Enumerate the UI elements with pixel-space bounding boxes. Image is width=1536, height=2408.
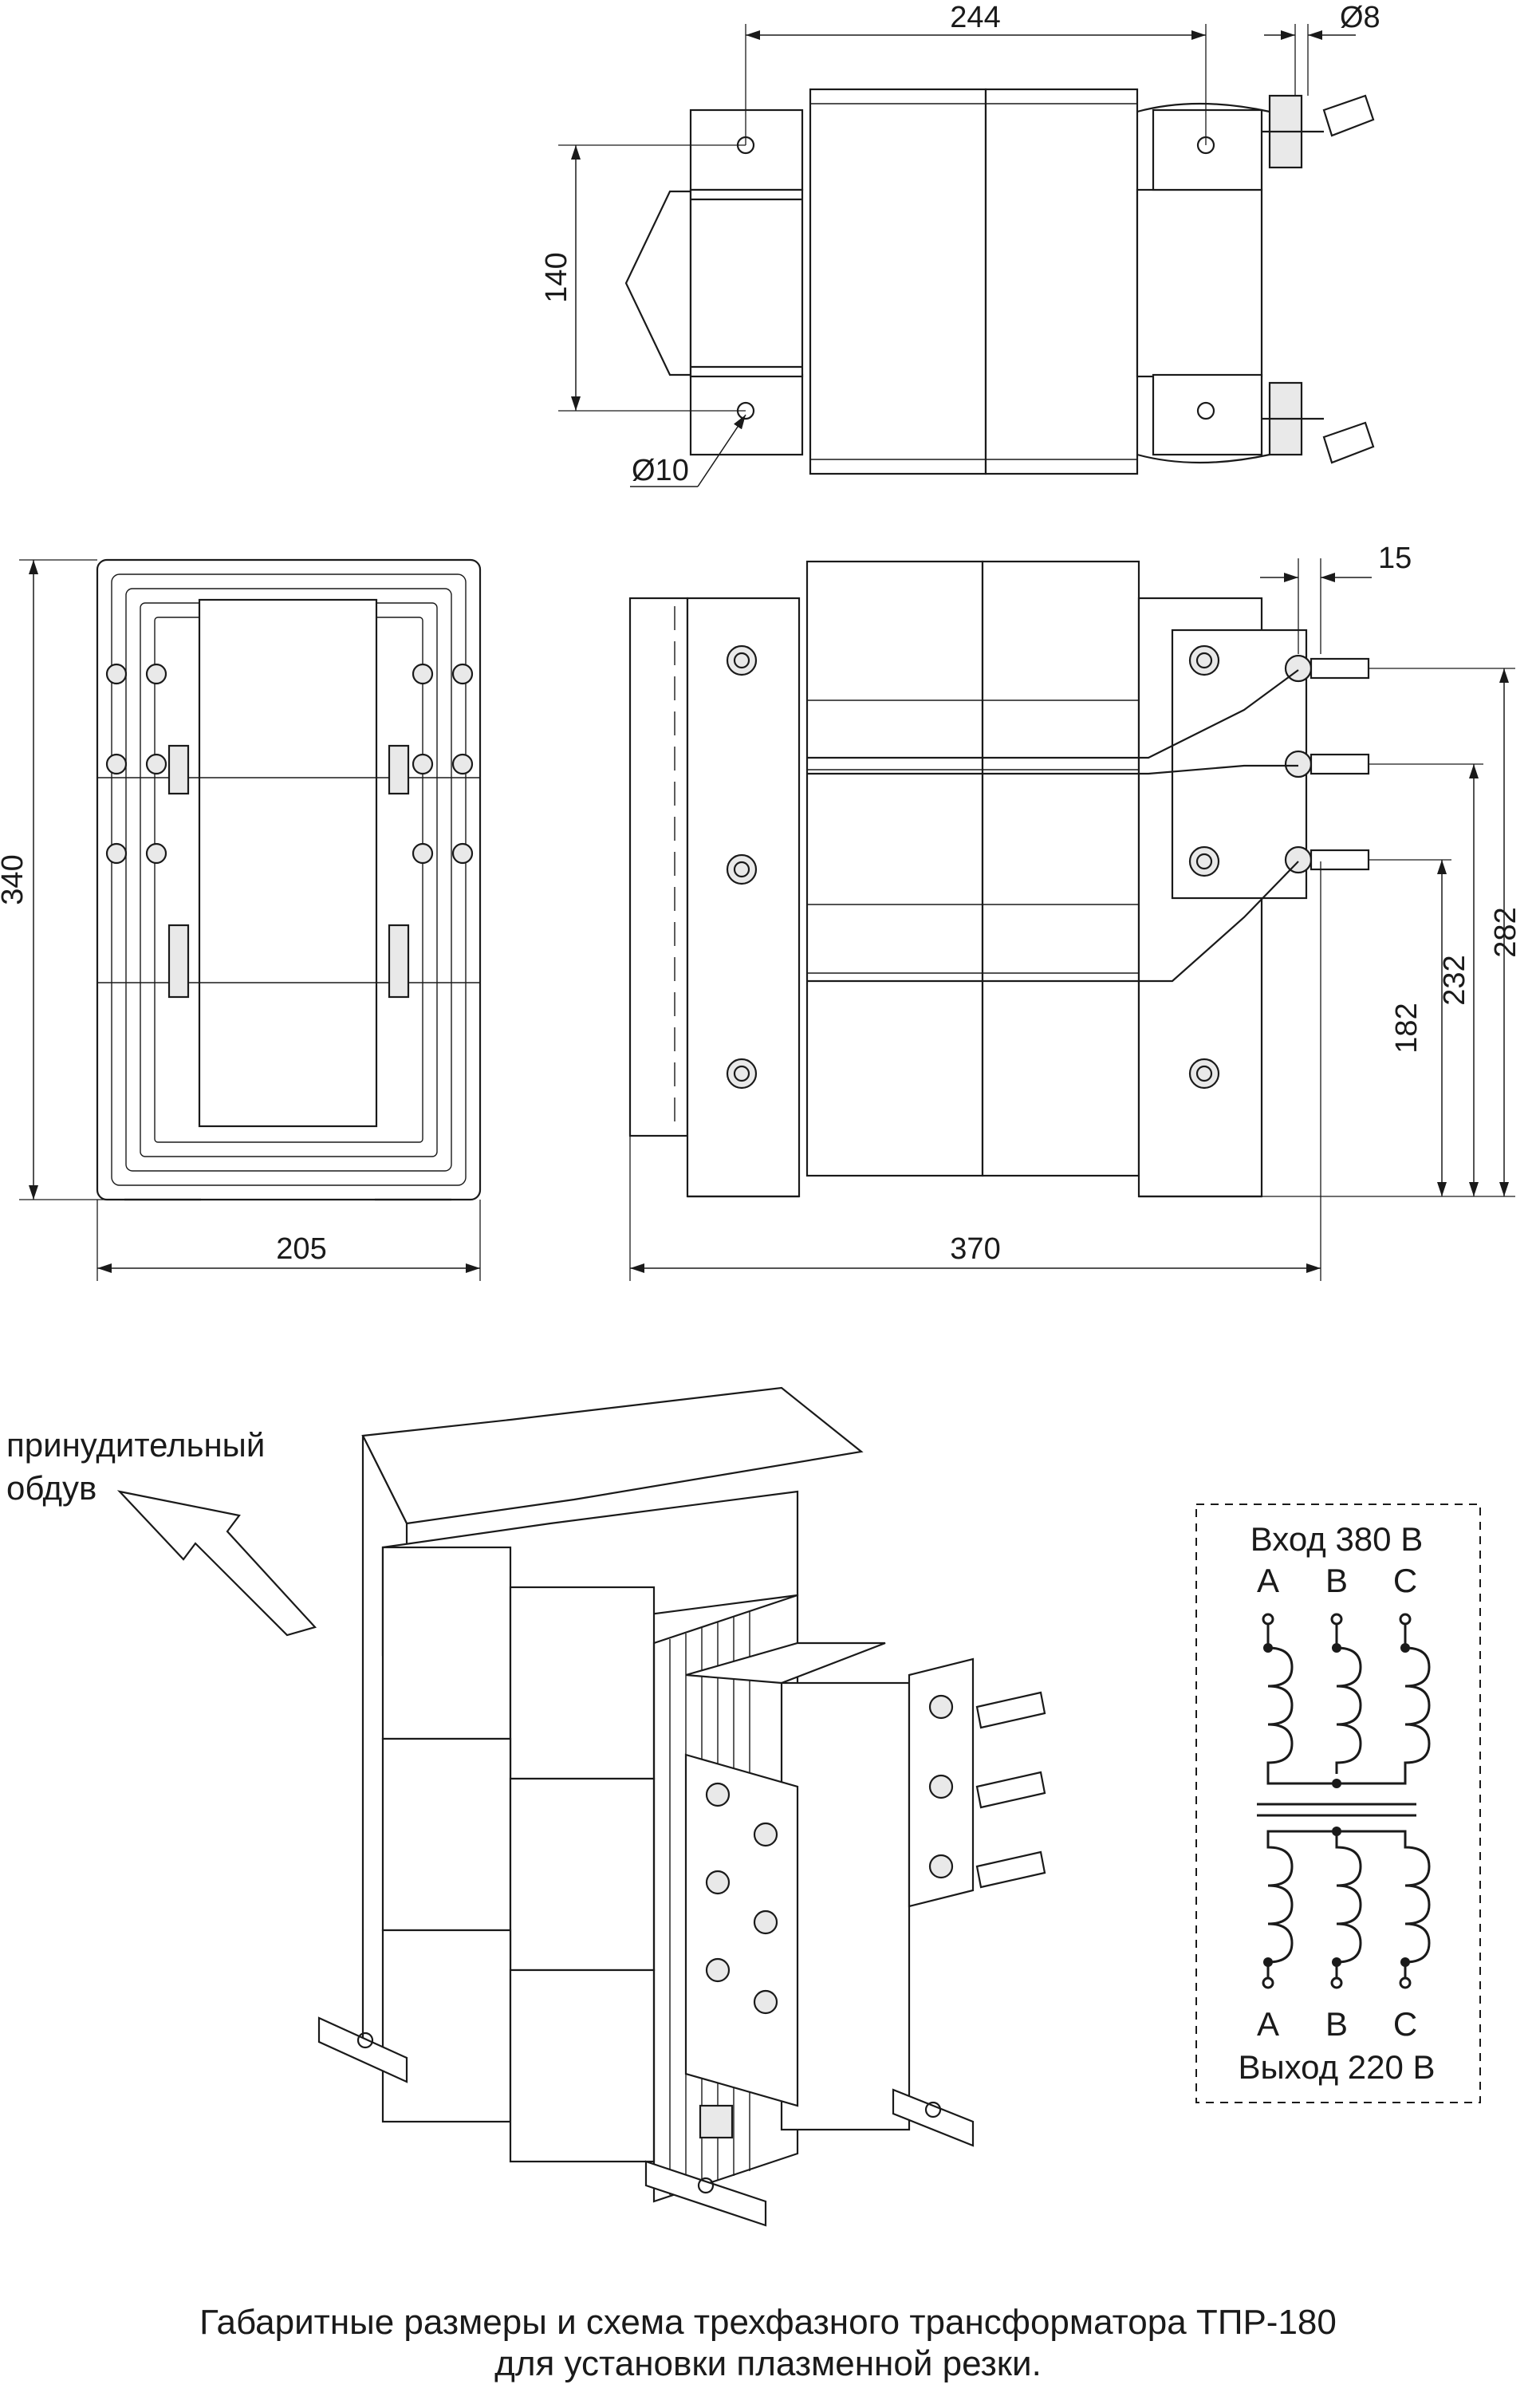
schematic-output-phase-c: C xyxy=(1393,2005,1417,2043)
caption-line-2: для установки плазменной резки. xyxy=(494,2344,1042,2383)
front-terminal-studs xyxy=(105,663,474,865)
iso-input-terminal-plate xyxy=(684,1753,799,2107)
figure-caption: Габаритные размеры и схема трехфазного т… xyxy=(0,2302,1536,2385)
schematic-frame xyxy=(1195,1504,1481,2103)
top-left-cap xyxy=(624,190,692,376)
side-core-right xyxy=(981,560,1140,1177)
dim-terminal-h3: 182 xyxy=(1390,1003,1424,1053)
airflow-label-line1: принудительный xyxy=(6,1426,265,1464)
top-view: 244 Ø8 140 Ø10 xyxy=(540,1,1380,487)
top-left-coil xyxy=(689,188,804,378)
dim-terminal-h1: 282 xyxy=(1489,907,1522,957)
dim-top-width: 244 xyxy=(950,1,1000,34)
iso-coil-b1 xyxy=(381,1737,512,1932)
top-left-upper-bracket xyxy=(689,108,804,191)
side-view: 370 15 282 232 182 xyxy=(628,542,1522,1281)
caption-line-1: Габаритные размеры и схема трехфазного т… xyxy=(199,2303,1337,2342)
top-right-upper-bracket xyxy=(1152,108,1263,191)
top-left-lower-bracket xyxy=(689,373,804,456)
dim-top-height: 140 xyxy=(540,252,573,302)
side-core-left xyxy=(805,560,984,1177)
iso-right-coil-top xyxy=(685,1641,886,1685)
side-left-plate xyxy=(628,597,689,1137)
dim-side-width: 370 xyxy=(950,1232,1000,1266)
iso-terminal-bolts xyxy=(705,1694,954,2015)
iso-right-coil xyxy=(780,1681,911,2131)
dim-terminal-h2: 232 xyxy=(1438,955,1471,1005)
iso-ground-bolt xyxy=(699,2104,734,2139)
schematic-output-phase-a: A xyxy=(1257,2005,1279,2043)
iso-output-lugs xyxy=(975,1691,1046,1889)
airflow-label-line2: обдув xyxy=(6,1469,96,1507)
dim-terminal-dia: Ø8 xyxy=(1340,1,1380,34)
side-left-block xyxy=(686,597,801,1198)
dim-terminal-offset: 15 xyxy=(1378,542,1412,575)
iso-coil-b2 xyxy=(509,1777,656,1972)
secondary-windings xyxy=(1262,1827,1431,1989)
top-core-right xyxy=(984,88,1139,475)
front-core-window xyxy=(198,598,378,1128)
schematic-input-title: Вход 380 В xyxy=(1250,1520,1423,1558)
top-right-lower-bracket xyxy=(1152,373,1263,456)
dim-mount-hole-dia: Ø10 xyxy=(632,454,689,487)
side-mount-bolts xyxy=(726,644,1220,1090)
schematic-input-phase-c: C xyxy=(1393,1562,1417,1599)
schematic-input-phase-b: B xyxy=(1325,1562,1348,1599)
top-terminal-lower-lug xyxy=(1322,421,1375,464)
airflow-arrow xyxy=(116,1490,317,1637)
iso-coil-c1 xyxy=(381,1929,512,2123)
iso-coil-a2 xyxy=(509,1586,656,1780)
schematic-input-phase-a: A xyxy=(1257,1562,1279,1599)
primary-windings xyxy=(1262,1613,1431,1788)
iso-coil-c2 xyxy=(509,1969,656,2163)
top-terminal-upper-lug xyxy=(1322,94,1375,137)
front-view: 340 205 xyxy=(0,558,482,1281)
top-core-left xyxy=(809,88,987,475)
iso-foot-left xyxy=(317,2016,408,2083)
wiring-schematic: Вход 380 В A B C xyxy=(1195,1504,1481,2103)
iso-coil-a1 xyxy=(381,1546,512,1740)
isometric-view: принудительный обдув xyxy=(6,1386,1046,2227)
dim-front-height: 340 xyxy=(0,854,30,904)
top-right-coil xyxy=(1136,188,1263,378)
schematic-output-title: Выход 220 В xyxy=(1238,2048,1435,2086)
dim-front-width: 205 xyxy=(276,1232,326,1266)
schematic-output-phase-b: B xyxy=(1325,2005,1348,2043)
